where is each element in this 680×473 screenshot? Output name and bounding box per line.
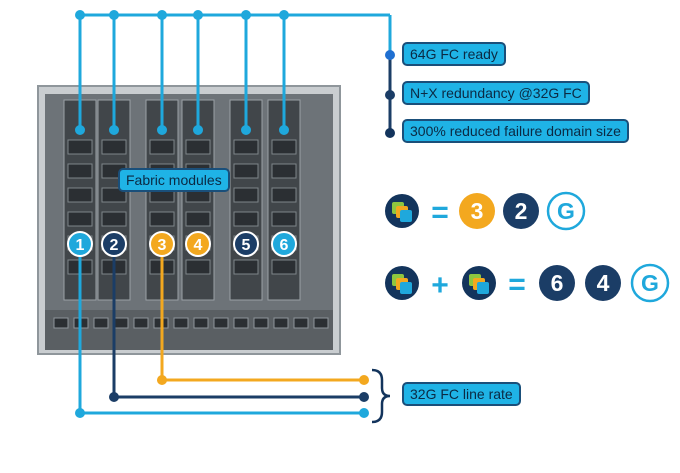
module-vent — [233, 163, 259, 179]
module-vent — [271, 211, 297, 227]
unit-text: G — [557, 198, 575, 224]
equation-two: + = 6 4 G — [385, 263, 670, 303]
junction-dot — [359, 375, 369, 385]
nx-redundancy-label: N+X redundancy @32G FC — [402, 81, 590, 105]
digit-circle — [539, 265, 575, 301]
junction-dot — [193, 125, 203, 135]
module-vent — [101, 139, 127, 155]
junction-dot — [109, 125, 119, 135]
module-vent — [67, 187, 93, 203]
module-vent — [185, 139, 211, 155]
plus-sign: + — [431, 269, 449, 302]
digit-circle-text: 2 — [515, 198, 528, 224]
slot-badge — [101, 231, 127, 257]
slot-number: 6 — [280, 237, 289, 254]
slot-badge — [149, 231, 175, 257]
module-vent — [271, 259, 297, 275]
module-vent — [185, 211, 211, 227]
junction-dot — [279, 125, 289, 135]
slot-badges: 1 2 3 4 5 6 — [67, 231, 297, 257]
junction-dot — [193, 10, 203, 20]
module-vent — [233, 211, 259, 227]
module-vent — [67, 139, 93, 155]
port — [213, 317, 229, 329]
port — [193, 317, 209, 329]
junction-dot — [279, 10, 289, 20]
junction-dot — [157, 125, 167, 135]
module-vent — [67, 163, 93, 179]
digit-circle — [585, 265, 621, 301]
module-vent — [101, 211, 127, 227]
port — [53, 317, 69, 329]
module-vent — [67, 211, 93, 227]
line-rate-brace — [371, 368, 391, 424]
junction-dot — [157, 375, 167, 385]
slot-number: 4 — [194, 237, 203, 254]
port — [313, 317, 329, 329]
junction-dot — [109, 10, 119, 20]
port — [233, 317, 249, 329]
module-vent — [233, 259, 259, 275]
module-vent — [271, 187, 297, 203]
port — [253, 317, 269, 329]
connection-lines — [75, 10, 395, 418]
failure-domain-label: 300% reduced failure domain size — [402, 119, 629, 143]
line-rate-label: 32G FC line rate — [402, 382, 521, 406]
junction-dot — [109, 392, 119, 402]
unit-circle — [546, 191, 586, 231]
digit-circle-text: 3 — [471, 198, 484, 224]
port — [113, 317, 129, 329]
junction-dot — [75, 125, 85, 135]
digit-circle — [459, 193, 495, 229]
slot-number: 2 — [110, 237, 119, 254]
digit-circle — [503, 193, 539, 229]
equals-sign: = — [431, 196, 449, 229]
port — [173, 317, 189, 329]
port — [133, 317, 149, 329]
module-vent — [149, 139, 175, 155]
callout-dot — [385, 90, 395, 100]
switch-chassis — [37, 85, 341, 355]
unit-circle — [630, 263, 670, 303]
junction-dot — [359, 392, 369, 402]
port — [273, 317, 289, 329]
slot-badge — [271, 231, 297, 257]
callout-dot — [385, 50, 395, 60]
equals-sign: = — [508, 268, 526, 301]
junction-dot — [75, 408, 85, 418]
digit-circle-text: 6 — [551, 270, 564, 296]
junction-dot — [359, 408, 369, 418]
fc-64g-label: 64G FC ready — [402, 42, 506, 66]
slot-badge — [233, 231, 259, 257]
slot-number: 1 — [76, 237, 85, 254]
module-vent — [233, 139, 259, 155]
module-icon — [477, 282, 489, 294]
slot-number: 5 — [242, 237, 251, 254]
junction-dot — [241, 10, 251, 20]
unit-text: G — [641, 270, 659, 296]
module-vent — [271, 163, 297, 179]
port — [93, 317, 109, 329]
module-vent — [149, 211, 175, 227]
module-icon — [400, 210, 412, 222]
slot-badge — [185, 231, 211, 257]
callout-dot — [385, 128, 395, 138]
slot-number: 3 — [158, 237, 167, 254]
module-vent — [185, 259, 211, 275]
module-vent — [233, 187, 259, 203]
module-icon — [400, 282, 412, 294]
digit-circle-text: 4 — [597, 270, 610, 296]
slot-badge — [67, 231, 93, 257]
junction-dot — [75, 10, 85, 20]
equation-one: = 3 2 G — [385, 191, 586, 231]
junction-dot — [241, 125, 251, 135]
module-vent — [271, 139, 297, 155]
fabric-modules-label: Fabric modules — [118, 168, 230, 192]
junction-dot — [157, 10, 167, 20]
port — [293, 317, 309, 329]
